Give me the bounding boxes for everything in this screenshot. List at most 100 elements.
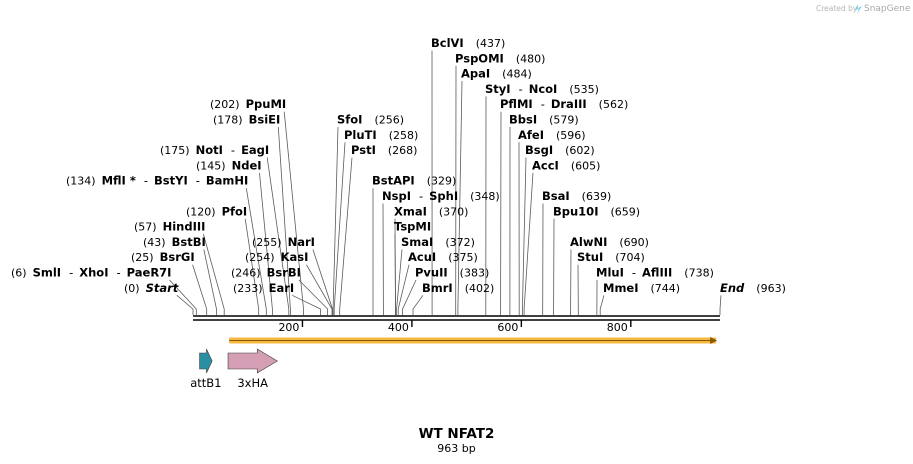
name-separator: - — [231, 143, 235, 157]
feature-arrow-3xha — [227, 348, 278, 374]
enzyme-label-apai[interactable]: ApaI(484) — [461, 67, 532, 81]
enzyme-name: NotI — [196, 143, 223, 157]
enzyme-label-mmei[interactable]: MmeI(744) — [603, 281, 680, 295]
enzyme-label-smai[interactable]: SmaI(372) — [401, 235, 475, 249]
cut-line-nari — [312, 249, 333, 315]
svg-text:(6)SmlI-XhoI-PaeR7I: (6)SmlI-XhoI-PaeR7I — [11, 266, 171, 280]
enzyme-name: PpuMI — [246, 97, 287, 111]
enzyme-label-mfli-bstyi-bamhi[interactable]: (134)MflI *-BstYI-BamHI — [66, 174, 248, 188]
enzyme-label-bsgi[interactable]: BsgI (602) — [525, 143, 595, 157]
enzyme-label-smli-xhoi-paer7i[interactable]: (6)SmlI-XhoI-PaeR7I — [11, 266, 171, 280]
name-separator: - — [116, 266, 120, 280]
enzyme-label-hindiii[interactable]: (57)HindIII — [134, 220, 205, 234]
enzyme-label-bsrgi[interactable]: (25)BsrGI — [131, 250, 195, 264]
svg-text:BclVI(437): BclVI (437) — [431, 36, 505, 50]
enzyme-name: BclVI — [431, 36, 464, 50]
enzyme-label-bcivi[interactable]: BclVI (437) — [431, 36, 505, 50]
enzyme-name: NcoI — [529, 82, 558, 96]
cut-position: (596) — [556, 129, 586, 142]
cut-position: (372) — [445, 236, 475, 249]
enzyme-name: ApaI — [461, 67, 490, 81]
cut-position: (744) — [651, 282, 681, 295]
enzyme-label-styi-ncoi[interactable]: StyI-NcoI(535) — [485, 82, 599, 96]
svg-text:(246)BsrBI: (246)BsrBI — [231, 266, 301, 280]
ruler-tick-label: 400 — [388, 321, 409, 334]
enzyme-name: BstAPI — [372, 174, 415, 188]
enzyme-name: AccI — [532, 158, 559, 172]
enzyme-name: AcuI — [408, 250, 436, 264]
enzyme-label-acci[interactable]: AccI(605) — [532, 158, 600, 172]
svg-text:BbsI(579): BbsI(579) — [509, 113, 579, 127]
enzyme-label-bsiei[interactable]: (178)BsiEI — [213, 113, 280, 127]
cut-line-acui — [397, 264, 410, 315]
enzyme-name: PluTI — [344, 128, 377, 142]
enzyme-label-bbsi[interactable]: BbsI(579) — [509, 113, 579, 127]
enzyme-name: BsgI — [525, 143, 553, 157]
enzyme-label-acui[interactable]: AcuI (375) — [408, 250, 478, 264]
enzyme-name: BsrGI — [160, 250, 195, 264]
feature-attb1[interactable]: attB1 — [190, 348, 222, 390]
enzyme-label-end[interactable]: End(963) — [720, 281, 786, 295]
svg-text:BstAPI(329): BstAPI(329) — [372, 174, 456, 188]
enzyme-label-start[interactable]: (0)Start — [124, 281, 179, 295]
cut-line-noti-eagi — [266, 157, 290, 315]
cut-position: (963) — [756, 282, 786, 295]
enzyme-label-stui[interactable]: StuI(704) — [577, 250, 645, 264]
name-separator: - — [196, 174, 200, 188]
svg-text:BsaI(639): BsaI(639) — [542, 189, 611, 203]
enzyme-label-mlui-afliii[interactable]: MluI-AflIII(738) — [596, 266, 714, 280]
enzyme-label-bstbi[interactable]: (43)BstBI — [143, 235, 206, 249]
enzyme-label-nspi-sphi[interactable]: NspI-SphI(348) — [382, 189, 500, 203]
cut-position: (233) — [233, 282, 263, 295]
map-length: 963 bp — [437, 442, 475, 455]
feature-3xha[interactable]: 3xHA — [227, 348, 278, 390]
enzyme-label-nari[interactable]: (255)NarI — [252, 235, 315, 249]
enzyme-label-ppumi[interactable]: (202)PpuMI — [210, 97, 286, 111]
cut-line-kasi — [306, 264, 333, 315]
enzyme-label-pluti[interactable]: PluTI(258) — [344, 128, 418, 142]
enzyme-label-bstapi[interactable]: BstAPI(329) — [372, 174, 456, 188]
cut-position: (255) — [252, 236, 282, 249]
svg-text:Bpu10I(659): Bpu10I(659) — [553, 204, 640, 218]
enzyme-label-xmai[interactable]: XmaI(370) — [394, 204, 468, 218]
enzyme-label-pflmi-draiii[interactable]: PflMI-DraIII(562) — [500, 97, 628, 111]
enzyme-label-sfoi[interactable]: SfoI(256) — [337, 113, 404, 127]
svg-text:BmrI(402): BmrI(402) — [422, 281, 494, 295]
enzyme-label-tspmi[interactable]: TspMI — [394, 220, 431, 234]
cut-line-ppumi — [283, 111, 304, 315]
enzyme-label-eari[interactable]: (233)EarI — [233, 281, 294, 295]
cut-line-pluti — [333, 142, 346, 315]
cut-position: (254) — [245, 251, 275, 264]
enzyme-label-pfoi[interactable]: (120)PfoI — [186, 204, 247, 218]
enzyme-label-bsai[interactable]: BsaI(639) — [542, 189, 611, 203]
name-separator: - — [541, 97, 545, 111]
enzyme-label-bsrbi[interactable]: (246)BsrBI — [231, 266, 301, 280]
cut-position: (602) — [565, 144, 595, 157]
enzyme-label-afei[interactable]: AfeI(596) — [518, 128, 586, 142]
ruler-tick-label: 200 — [278, 321, 299, 334]
enzyme-label-psti[interactable]: PstI(268) — [351, 143, 417, 157]
enzyme-labels: BclVI (437)PspOMI (480) ApaI(484)StyI-NcoI(… — [11, 36, 786, 295]
enzyme-name: PspOMI — [455, 51, 504, 65]
cut-position: (256) — [374, 114, 404, 127]
svg-text:AlwNI(690): AlwNI(690) — [570, 235, 649, 249]
cut-position: (437) — [476, 37, 506, 50]
cut-position: (375) — [448, 251, 478, 264]
cut-position: (690) — [619, 236, 649, 249]
cut-position: (6) — [11, 267, 27, 280]
name-separator: - — [519, 82, 523, 96]
cut-position: (480) — [516, 52, 546, 65]
enzyme-label-pspomi[interactable]: PspOMI (480) — [455, 51, 545, 65]
enzyme-label-kasi[interactable]: (254)KasI — [245, 250, 308, 264]
svg-text:MmeI(744): MmeI(744) — [603, 281, 680, 295]
enzyme-label-bpu10i[interactable]: Bpu10I(659) — [553, 204, 640, 218]
enzyme-label-bmri[interactable]: BmrI(402) — [422, 281, 494, 295]
enzyme-label-noti-eagi[interactable]: (175)NotI-EagI — [160, 143, 269, 157]
cut-line-mmei — [599, 295, 605, 315]
enzyme-label-ndei[interactable]: (145)NdeI — [196, 158, 262, 172]
enzyme-label-pvuii[interactable]: PvuII(383) — [415, 266, 489, 280]
enzyme-name: NdeI — [232, 158, 262, 172]
orf-arrow — [229, 337, 718, 344]
enzyme-label-alwni[interactable]: AlwNI(690) — [570, 235, 649, 249]
